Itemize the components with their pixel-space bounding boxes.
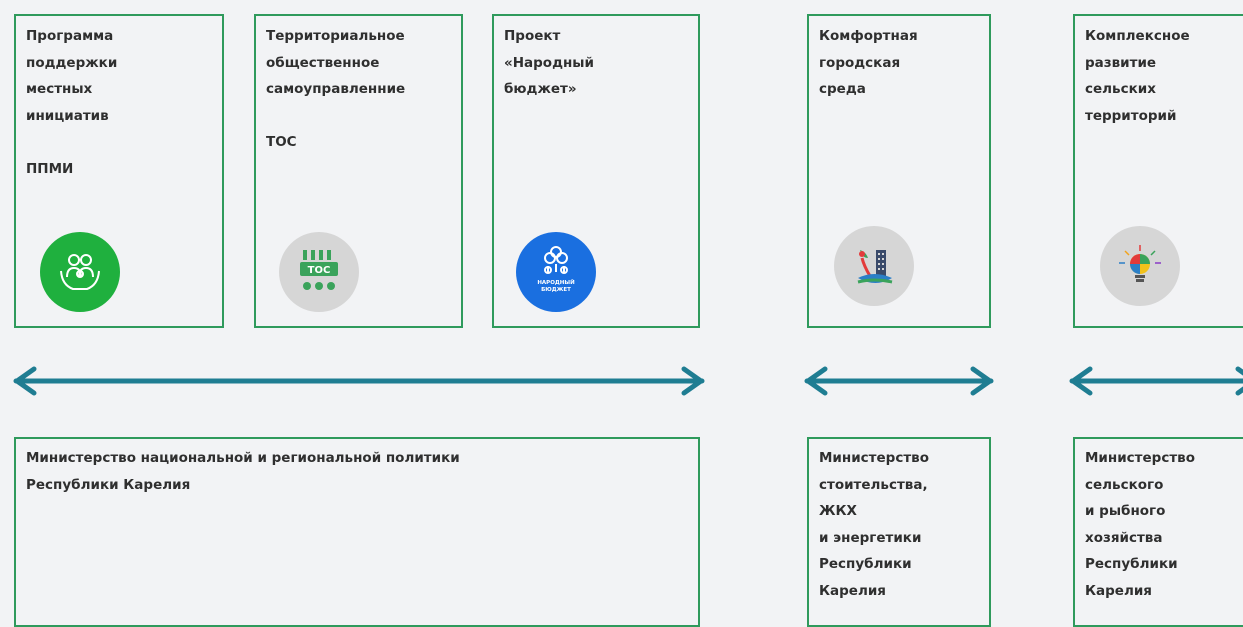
double-arrow-middle xyxy=(804,366,994,396)
program-title: Комфортная городская среда xyxy=(819,28,918,97)
budget-logo-text-line1: НАРОДНЫЙ xyxy=(537,278,575,286)
ministry-card-construction: Министерство стоительства, ЖКХ и энергет… xyxy=(807,437,991,627)
tos-logo-text: ТОС xyxy=(308,265,331,276)
program-abbreviation: ППМИ xyxy=(26,160,74,177)
lightbulb-icon xyxy=(1100,226,1180,306)
ministry-title: Министерство стоительства, ЖКХ и энергет… xyxy=(819,450,929,599)
ministry-title: Министерство сельского и рыбного хозяйст… xyxy=(1085,450,1195,599)
double-arrow-right xyxy=(1069,366,1243,396)
program-card-comfortable-city: Комфортная городская среда xyxy=(807,14,991,328)
program-card-rural-development: Комплексное развитие сельских территорий xyxy=(1073,14,1243,328)
program-abbreviation: ТОС xyxy=(266,134,297,150)
ministry-card-national-regional: Министерство национальной и региональной… xyxy=(14,437,700,627)
city-environment-icon xyxy=(834,226,914,306)
double-arrow-left-group xyxy=(13,366,705,396)
ministry-card-agriculture: Министерство сельского и рыбного хозяйст… xyxy=(1073,437,1243,627)
budget-logo-text-line2: БЮДЖЕТ xyxy=(541,287,571,293)
program-title: Проект «Народный бюджет» xyxy=(504,28,594,97)
ministry-title: Министерство национальной и региональной… xyxy=(26,450,460,493)
program-title: Территориальное общественное самоуправле… xyxy=(266,28,406,150)
program-card-tos: Территориальное общественное самоуправле… xyxy=(254,14,463,328)
program-title: Комплексное развитие сельских территорий xyxy=(1085,28,1190,124)
program-card-ppmi: Программа поддержки местных инициатив ПП… xyxy=(14,14,224,328)
family-hands-icon xyxy=(40,232,120,312)
program-title: Программа поддержки местных инициатив ПП… xyxy=(26,28,118,177)
tos-logo-icon: ТОС xyxy=(279,232,359,312)
people-budget-icon: НАРОДНЫЙ БЮДЖЕТ xyxy=(516,232,596,312)
program-card-people-budget: Проект «Народный бюджет» НАРОДНЫЙ БЮДЖЕТ xyxy=(492,14,700,328)
